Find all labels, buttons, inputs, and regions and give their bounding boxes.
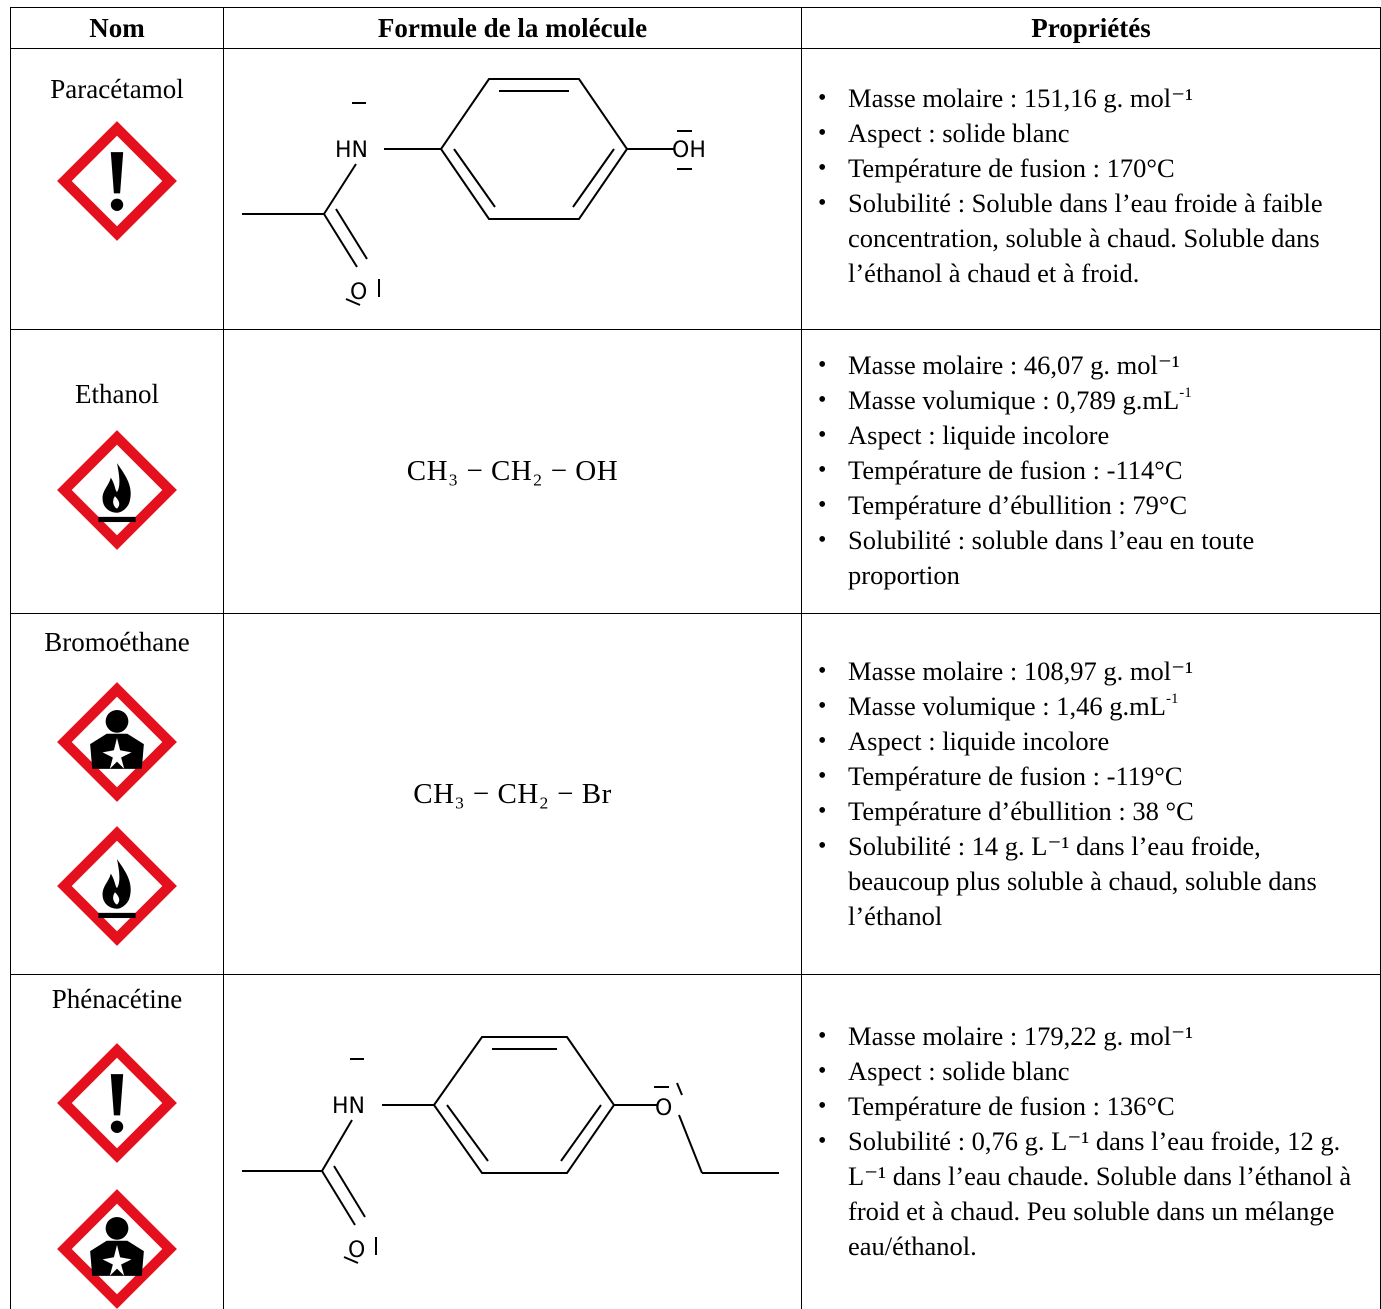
header-formule: Formule de la molécule bbox=[223, 7, 802, 49]
property-item: Masse volumique : 1,46 g.mL-1 bbox=[818, 689, 1360, 724]
property-item: Solubilité : soluble dans l’eau en toute… bbox=[818, 523, 1360, 593]
formula-cell: HN O O bbox=[223, 974, 802, 1309]
molecule-name: Ethanol bbox=[75, 379, 159, 409]
molecule-name: Paracétamol bbox=[50, 74, 184, 104]
properties-list: Masse molaire : 108,97 g. mol⁻¹ Masse vo… bbox=[802, 614, 1380, 934]
property-item: Aspect : liquide incolore bbox=[818, 724, 1360, 759]
document-page: Nom Formule de la molécule Propriétés Pa… bbox=[10, 0, 1381, 1309]
flame-hazard-icon bbox=[55, 428, 179, 552]
molecule-formula: CH₃ − CH₂ − OH bbox=[406, 455, 619, 487]
table-header-row: Nom Formule de la molécule Propriétés bbox=[10, 7, 1381, 49]
properties-cell: Masse molaire : 151,16 g. mol⁻¹ Aspect :… bbox=[801, 48, 1381, 330]
property-item: Masse molaire : 108,97 g. mol⁻¹ bbox=[818, 654, 1360, 689]
phenacetine-structure: HN O O bbox=[242, 1036, 779, 1264]
properties-list: Masse molaire : 151,16 g. mol⁻¹ Aspect :… bbox=[802, 49, 1380, 291]
property-item: Masse molaire : 151,16 g. mol⁻¹ bbox=[818, 81, 1360, 116]
property-item: Température de fusion : 136°C bbox=[818, 1089, 1360, 1124]
property-item: Aspect : solide blanc bbox=[818, 1054, 1360, 1089]
property-text: Masse volumique : 0,789 g.mL bbox=[848, 385, 1180, 415]
health-hazard-icon bbox=[55, 1187, 179, 1309]
name-cell: Paracétamol bbox=[10, 48, 224, 330]
atom-label: O bbox=[350, 280, 367, 305]
property-item: Aspect : solide blanc bbox=[818, 116, 1360, 151]
property-item: Température d’ébullition : 79°C bbox=[818, 488, 1360, 523]
property-text: Masse volumique : 1,46 g.mL bbox=[848, 691, 1166, 721]
properties-list: Masse molaire : 179,22 g. mol⁻¹ Aspect :… bbox=[802, 975, 1380, 1264]
atom-label: OH bbox=[672, 138, 706, 163]
property-item: Température de fusion : -114°C bbox=[818, 453, 1360, 488]
molecule-table: Nom Formule de la molécule Propriétés Pa… bbox=[10, 7, 1381, 1309]
property-item: Température d’ébullition : 38 °C bbox=[818, 794, 1360, 829]
superscript: -1 bbox=[1165, 691, 1179, 707]
properties-cell: Masse molaire : 179,22 g. mol⁻¹ Aspect :… bbox=[801, 974, 1381, 1309]
property-item: Masse molaire : 179,22 g. mol⁻¹ bbox=[818, 1019, 1360, 1054]
atom-label: HN bbox=[332, 1094, 365, 1119]
table-row: Ethanol CH₃ − CH₂ − OH Masse molaire : 4… bbox=[10, 329, 1381, 614]
health-hazard-icon bbox=[55, 680, 179, 804]
name-cell: Phénacétine bbox=[10, 974, 224, 1309]
exclamation-mark-hazard-icon bbox=[55, 1041, 179, 1165]
properties-cell: Masse molaire : 46,07 g. mol⁻¹ Masse vol… bbox=[801, 329, 1381, 614]
table-row: Paracétamol bbox=[10, 48, 1381, 330]
property-item: Solubilité : 0,76 g. L⁻¹ dans l’eau froi… bbox=[818, 1124, 1360, 1264]
header-nom: Nom bbox=[10, 7, 224, 49]
paracetamol-structure: HN OH O bbox=[242, 78, 706, 306]
property-item: Solubilité : 14 g. L⁻¹ dans l’eau froide… bbox=[818, 829, 1360, 934]
property-item: Masse molaire : 46,07 g. mol⁻¹ bbox=[818, 348, 1360, 383]
molecule-name: Phénacétine bbox=[51, 984, 183, 1014]
flame-hazard-icon bbox=[55, 824, 179, 948]
name-cell: Ethanol bbox=[10, 329, 224, 614]
atom-label: O bbox=[655, 1096, 672, 1121]
atom-label: O bbox=[348, 1238, 365, 1263]
formula-cell: CH₃ − CH₂ − Br bbox=[223, 613, 802, 975]
property-item: Masse volumique : 0,789 g.mL-1 bbox=[818, 383, 1360, 418]
property-item: Température de fusion : -119°C bbox=[818, 759, 1360, 794]
property-item: Température de fusion : 170°C bbox=[818, 151, 1360, 186]
name-cell: Bromoéthane bbox=[10, 613, 224, 975]
properties-list: Masse molaire : 46,07 g. mol⁻¹ Masse vol… bbox=[802, 330, 1380, 593]
header-proprietes: Propriétés bbox=[801, 7, 1381, 49]
property-item: Solubilité : Soluble dans l’eau froide à… bbox=[818, 186, 1360, 291]
properties-cell: Masse molaire : 108,97 g. mol⁻¹ Masse vo… bbox=[801, 613, 1381, 975]
molecule-formula: CH₃ − CH₂ − Br bbox=[413, 777, 612, 810]
formula-cell: HN OH O bbox=[223, 48, 802, 330]
molecule-name: Bromoéthane bbox=[44, 627, 190, 657]
atom-label: HN bbox=[335, 138, 368, 163]
table-row: Phénacétine bbox=[10, 974, 1381, 1309]
exclamation-mark-hazard-icon bbox=[55, 119, 179, 243]
superscript: -1 bbox=[1179, 385, 1192, 401]
formula-cell: CH₃ − CH₂ − OH bbox=[223, 329, 802, 614]
table-row: Bromoéthane CH₃ − CH₂ − Br Masse molaire… bbox=[10, 613, 1381, 975]
property-item: Aspect : liquide incolore bbox=[818, 418, 1360, 453]
